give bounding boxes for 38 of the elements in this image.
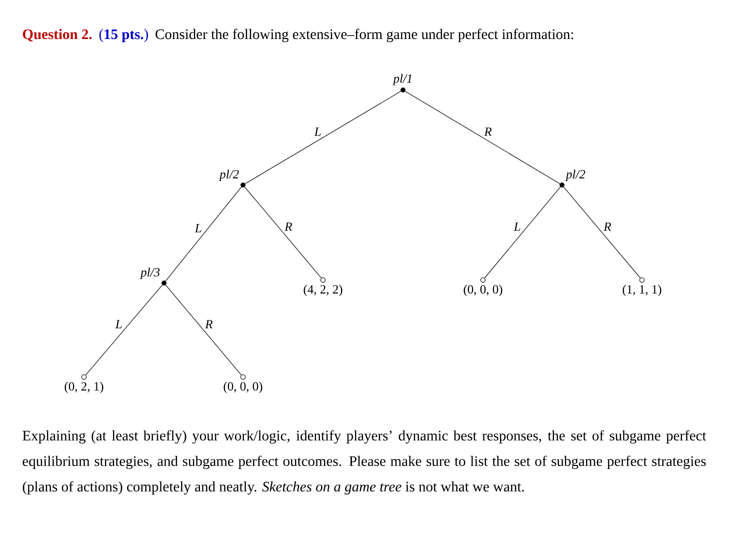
branch-line xyxy=(244,90,402,184)
edge-label: L xyxy=(114,318,124,330)
edge-label: R xyxy=(482,126,494,138)
node-label: pl/2 xyxy=(565,170,586,182)
question-text: Explaining (at least briefly) your work/logic, identify players’ dynamic best responses, the set of subgame perfect equilibrium strategies, and subgame perfect outcomes. Please make sure to list the set of subgame perfect strategies (plans of actions) completely and neatly. Sketches on a game tree is not what we want. xyxy=(22,430,706,495)
branch-line xyxy=(244,186,322,278)
node-label: (0, 0, 0) xyxy=(464,284,502,296)
edge-label: R xyxy=(283,221,294,232)
question-heading: Question 2. xyxy=(22,28,92,42)
decision-node: pl/3 xyxy=(140,268,166,286)
node-label: (0, 2, 1) xyxy=(64,382,104,394)
decision-node: pl/2 xyxy=(560,170,586,188)
branch-line xyxy=(165,186,242,282)
node-label: pl/3 xyxy=(140,268,160,280)
node-label: (0, 0, 0) xyxy=(224,382,262,394)
node-label: pl/1 xyxy=(392,74,412,86)
branch-line xyxy=(85,284,163,376)
intro-text: Consider the following extensive–form game under perfect information: xyxy=(156,28,574,42)
edge-label: L xyxy=(193,222,204,234)
terminal-node: (1, 1, 1) xyxy=(622,277,662,296)
edge-label: L xyxy=(512,221,522,232)
decision-node: pl/2 xyxy=(218,170,246,188)
node-label: (4, 2, 2) xyxy=(304,284,342,296)
points: (15 pts.) xyxy=(99,28,148,42)
branch-line xyxy=(165,284,242,376)
node-label: (1, 1, 1) xyxy=(622,284,662,296)
branch-line xyxy=(484,186,561,278)
terminal-node: (4, 2, 2) xyxy=(304,277,342,296)
branch-line xyxy=(404,90,560,184)
decision-node: pl/1 xyxy=(392,74,412,92)
edge-label: R xyxy=(602,221,613,232)
node-label: pl/2 xyxy=(218,170,239,182)
terminal-node: (0, 0, 0) xyxy=(464,277,502,296)
edge-label: R xyxy=(204,318,214,330)
branch-line xyxy=(563,186,641,278)
terminal-node: (0, 2, 1) xyxy=(64,374,104,394)
edge-label: L xyxy=(312,126,323,138)
terminal-node: (0, 0, 0) xyxy=(224,374,262,394)
